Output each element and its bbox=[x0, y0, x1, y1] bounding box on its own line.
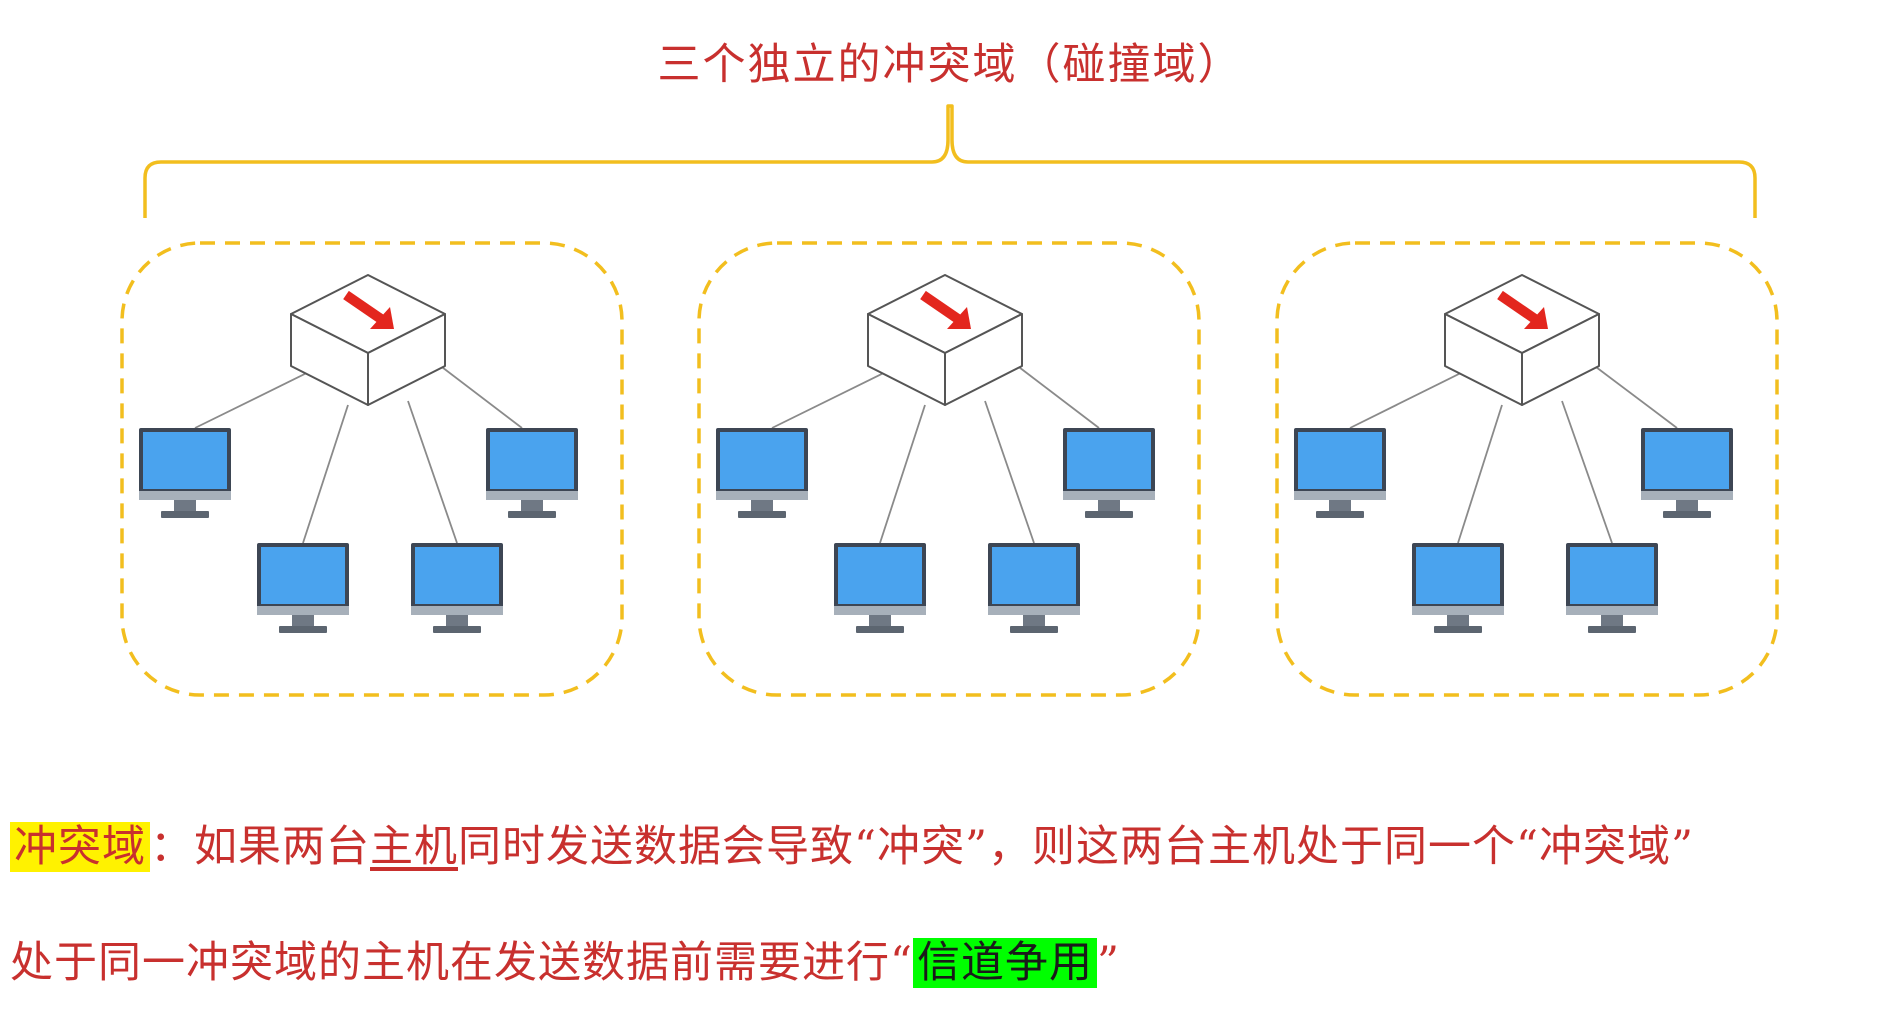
computer-icon bbox=[1294, 428, 1386, 518]
computer-icon bbox=[1412, 543, 1504, 633]
domain-brace bbox=[143, 104, 1757, 218]
collision-domain-3 bbox=[1275, 241, 1779, 697]
collision-domain-1 bbox=[120, 241, 624, 697]
definition-line: 冲突域：如果两台主机同时发送数据会导致“冲突”，则这两台主机处于同一个“冲突域” bbox=[10, 812, 1694, 874]
channel-contention-highlight: 信道争用 bbox=[912, 938, 1097, 988]
domain-boundary bbox=[1275, 241, 1779, 697]
computer-icon bbox=[988, 543, 1080, 633]
note-line: 处于同一冲突域的主机在发送数据前需要进行“信道争用” bbox=[10, 928, 1120, 990]
link-line bbox=[433, 360, 523, 429]
term-highlight: 冲突域 bbox=[10, 822, 150, 872]
domain-boundary bbox=[697, 241, 1201, 697]
link-line bbox=[1587, 360, 1678, 429]
note-prefix: 处于同一冲突域的主机在发送数据前需要进行“ bbox=[10, 938, 913, 988]
link-line bbox=[407, 400, 458, 544]
computer-icon bbox=[257, 543, 349, 633]
note-suffix: ” bbox=[1096, 938, 1120, 988]
definition-part2: 同时发送数据会导致“冲突”，则这两台主机处于同一个“冲突域” bbox=[458, 822, 1694, 872]
hub-icon bbox=[868, 275, 1022, 405]
definition-colon: ： bbox=[150, 822, 194, 872]
hub-icon bbox=[1445, 275, 1599, 405]
collision-domain-2 bbox=[697, 241, 1201, 697]
computer-icon bbox=[834, 543, 926, 633]
link-line bbox=[1561, 400, 1613, 544]
link-line bbox=[302, 404, 349, 544]
computer-icon bbox=[139, 428, 231, 518]
computer-icon bbox=[1566, 543, 1658, 633]
hub-icon bbox=[291, 275, 445, 405]
computer-icon bbox=[716, 428, 808, 518]
computer-icon bbox=[1641, 428, 1733, 518]
link-line bbox=[984, 400, 1035, 544]
link-line bbox=[1010, 360, 1100, 429]
domain-boundary bbox=[120, 241, 624, 697]
computer-icon bbox=[1063, 428, 1155, 518]
computer-icon bbox=[411, 543, 503, 633]
computer-icon bbox=[486, 428, 578, 518]
diagram-title: 三个独立的冲突域（碰撞域） bbox=[657, 40, 1243, 90]
link-line bbox=[879, 404, 926, 544]
definition-part1: 如果两台 bbox=[194, 822, 370, 872]
host-underlined: 主机 bbox=[370, 822, 458, 872]
link-line bbox=[1457, 404, 1503, 544]
